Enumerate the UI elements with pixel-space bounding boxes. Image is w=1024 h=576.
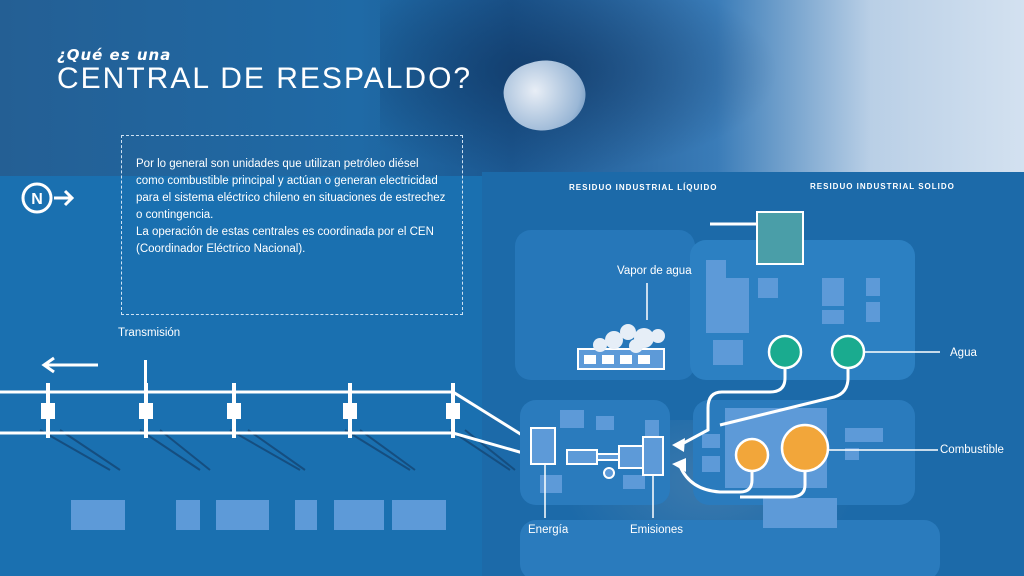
page-title: CENTRAL DE RESPALDO? <box>57 62 473 95</box>
label-agua: Agua <box>950 347 977 359</box>
label-residuo-liquido: RESIDUO INDUSTRIAL LÍQUIDO <box>569 183 718 192</box>
compass-letter: N <box>31 191 43 208</box>
agua-arrow-icon <box>672 438 685 452</box>
arrow-left-icon <box>41 356 98 374</box>
label-residuo-solido: RESIDUO INDUSTRIAL SOLIDO <box>810 182 955 191</box>
label-combustible: Combustible <box>940 444 1004 456</box>
water-tanks <box>767 334 866 370</box>
label-transmision: Transmisión <box>118 327 181 339</box>
fuel-tanks <box>734 423 830 473</box>
vapor-unit <box>577 324 665 370</box>
info-box: Por lo general son unidades que utilizan… <box>121 135 463 315</box>
label-vapor: Vapor de agua <box>617 265 692 277</box>
label-energia: Energía <box>528 524 569 536</box>
north-arrow-icon <box>21 182 75 214</box>
combustible-arrow-icon <box>672 458 686 472</box>
transmission-lines <box>0 390 531 457</box>
plant-buildings <box>537 260 883 528</box>
fuel-pipes <box>678 465 807 499</box>
tower-shadows <box>39 429 516 471</box>
description-paragraph-2: La operación de estas centrales es coord… <box>136 226 434 255</box>
city-buildings <box>71 500 446 530</box>
transmission-towers <box>41 360 460 438</box>
label-emisiones: Emisiones <box>630 524 684 536</box>
water-pipes <box>679 365 850 447</box>
description-paragraph-1: Por lo general son unidades que utilizan… <box>136 158 446 221</box>
residue-solid-block <box>756 211 804 265</box>
generator <box>530 427 664 518</box>
title-small: ¿Qué es una <box>57 46 172 64</box>
